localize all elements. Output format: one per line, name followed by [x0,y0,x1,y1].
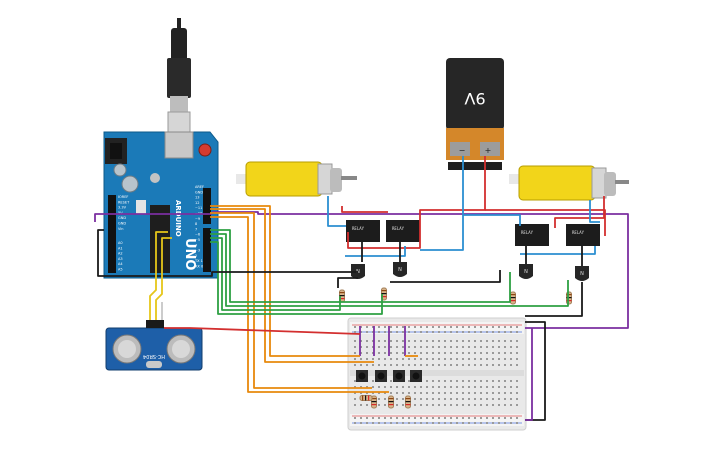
resistor-7 [405,395,411,409]
push-buttons [356,370,422,382]
transistor-3: N [519,264,533,279]
battery-9v: 9V − + [446,58,504,170]
digital-pin-label-4: ~11 [195,206,202,210]
digital-pin-label-12: ~3 [195,249,200,253]
digital-pin-label-3: 12 [195,201,199,205]
transistor-1-label: N [356,269,360,275]
analog-pin-label-3: A3 [118,257,123,261]
arduino-brand-label: ARDUINO [174,200,182,237]
digital-pin-label-2: 13 [195,196,199,200]
dc-motor-left [236,161,357,197]
relay-4: RELAY [566,224,600,246]
analog-pin-label-5: A5 [118,268,123,272]
digital-pin-label-7: 8 [195,222,197,226]
relay-1: RELAY [346,220,380,242]
resistor-5 [371,395,377,409]
power-pin-label-5: GND [118,222,126,226]
digital-pin-label-13: 2 [195,254,197,258]
resistor-6 [388,395,394,409]
resistor-8 [359,395,373,401]
relay-3-label: RELAY [521,230,534,235]
wires [94,156,629,421]
battery-label: 9V [464,89,485,108]
relay-1-label: RELAY [352,226,365,231]
power-pin-label-4: GND [118,216,126,220]
ultrasonic-sensor-hc-sr04: HC-SR04 [105,320,203,371]
digital-pin-label-8: 7 [195,227,197,231]
analog-pin-label-2: A2 [118,252,123,256]
power-pin-label-3: 5V [118,211,123,215]
transistor-4-label: N [580,271,584,277]
relay-4-label: RELAY [572,230,585,235]
relay-2: RELAY [386,220,420,242]
power-pin-label-6: Vin [118,227,124,231]
digital-pin-label-0: AREF [195,185,204,189]
analog-pin-label-1: A1 [118,246,123,250]
digital-pin-label-1: GND [195,190,203,194]
transistor-4: N [575,266,589,281]
sensor-label: HC-SR04 [143,353,165,359]
digital-pin-label-6: ~9 [195,217,200,221]
analog-pin-label-0: A0 [118,241,123,245]
digital-pin-label-14: TX 1 [194,259,203,263]
relay-2-label: RELAY [392,226,405,231]
resistor-3 [510,291,516,305]
digital-pin-label-11: 4 [195,243,198,247]
digital-pin-label-15: RX 0 [195,265,203,269]
usb-cable [167,18,191,141]
digital-pin-label-9: ~6 [195,233,200,237]
transistor-2: N [393,262,407,277]
transistor-2-label: N [398,267,402,273]
relay-3: RELAY [515,224,549,246]
power-pin-label-1: RESET [118,200,130,204]
dc-motor-right [509,165,629,201]
arduino-uno-board: UNO ARDUINO AREFGND1312~11~10~987~6~54~3… [103,131,219,279]
analog-pin-label-4: A4 [118,262,123,266]
digital-pin-label-10: ~5 [195,238,200,242]
battery-plus-label: + [485,146,492,155]
power-pin-label-0: IOREF [118,195,128,199]
battery-minus-label: − [459,146,466,155]
arduino-model-label: UNO [182,238,197,271]
transistor-3-label: N [524,269,528,275]
power-pin-label-2: 3.3V [118,206,127,210]
